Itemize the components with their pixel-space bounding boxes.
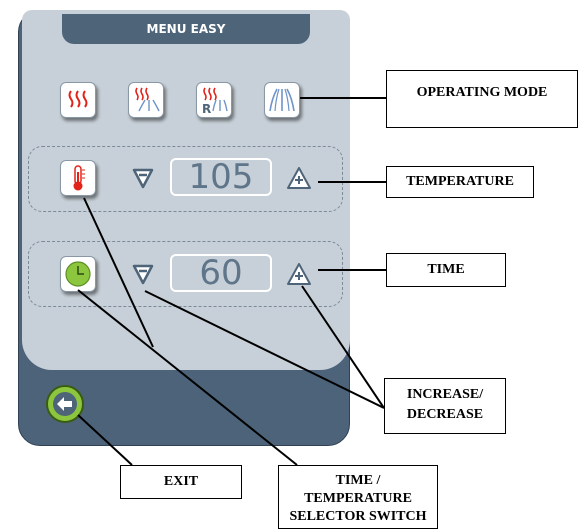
temperature-label: TEMPERATURE: [386, 166, 534, 198]
steam-icon: [269, 88, 295, 112]
clock-icon: [65, 261, 91, 287]
regeneration-mode-button[interactable]: R: [196, 82, 232, 118]
time-label: TIME: [386, 253, 506, 287]
time-value: 60: [170, 254, 272, 292]
exit-button[interactable]: [45, 384, 85, 424]
thermometer-icon: [73, 165, 85, 191]
time-increase-button[interactable]: [286, 262, 312, 286]
back-arrow-icon: [57, 397, 72, 411]
menu-title: MENU EASY: [62, 14, 310, 44]
time-group: [28, 241, 343, 307]
time-selector-button[interactable]: [60, 256, 96, 292]
convection-mode-button[interactable]: [60, 82, 96, 118]
temperature-selector-button[interactable]: [60, 160, 96, 196]
selector-switch-label-line1: TIME /: [335, 473, 381, 488]
temperature-value: 105: [170, 158, 272, 196]
svg-text:R: R: [202, 102, 211, 114]
increase-decrease-label-line2: DECREASE: [406, 407, 484, 422]
regeneration-icon: R: [202, 87, 228, 114]
exit-label: EXIT: [120, 465, 242, 499]
temperature-group: [28, 146, 343, 212]
operating-mode-label: OPERATING MODE: [386, 70, 578, 128]
temperature-increase-button[interactable]: [286, 166, 312, 190]
time-decrease-button[interactable]: [131, 262, 155, 286]
selector-switch-label: TIME / TEMPERATURE SELECTOR SWITCH: [278, 465, 438, 529]
steam-mode-button[interactable]: [264, 82, 300, 118]
increase-decrease-label-line1: INCREASE/: [406, 387, 484, 402]
selector-switch-label-line3: SELECTOR SWITCH: [289, 509, 427, 524]
combi-mode-button[interactable]: [128, 82, 164, 118]
increase-decrease-label: INCREASE/ DECREASE: [384, 378, 506, 434]
combi-heat-steam-icon: [135, 87, 160, 112]
selector-switch-label-line2: TEMPERATURE: [304, 491, 412, 506]
convection-heat-icon: [68, 90, 88, 108]
temperature-decrease-button[interactable]: [131, 166, 155, 190]
